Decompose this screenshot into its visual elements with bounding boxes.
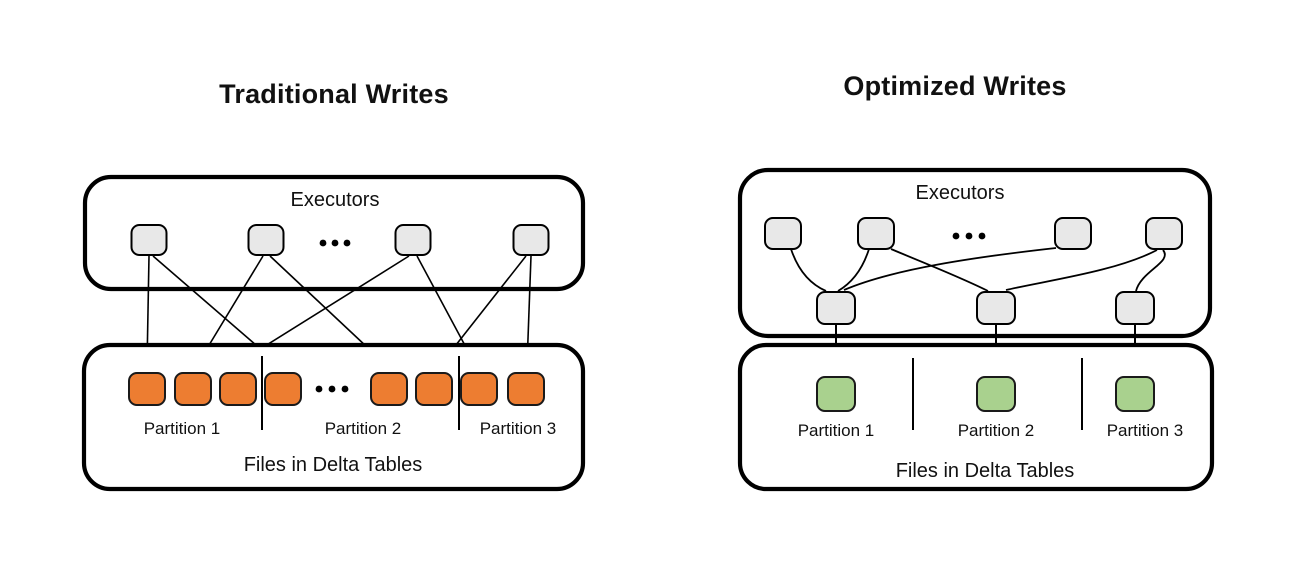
optimized-title: Optimized Writes <box>843 71 1066 101</box>
optimized-files-label: Files in Delta Tables <box>896 460 1075 482</box>
optimized-files-box <box>737 342 1215 492</box>
traditional-executor-nodes <box>130 224 550 256</box>
shuffle-node <box>816 291 856 325</box>
partition-label: Partition 2 <box>958 421 1035 440</box>
traditional-writes-diagram: Traditional Writes Executors <box>81 79 586 492</box>
traditional-executors-label: Executors <box>291 189 380 211</box>
file-node <box>460 372 498 406</box>
partition-label: Partition 3 <box>480 419 557 438</box>
executor-node <box>857 217 895 250</box>
shuffle-curve <box>890 248 989 292</box>
file-node <box>174 372 212 406</box>
file-node <box>1115 376 1155 412</box>
file-node <box>370 372 408 406</box>
optimized-executors-box <box>737 167 1213 339</box>
traditional-files-label: Files in Delta Tables <box>244 454 423 476</box>
shuffle-curve <box>1005 249 1158 291</box>
shuffle-node <box>976 291 1016 325</box>
file-node <box>976 376 1016 412</box>
executor-node <box>247 224 285 256</box>
executor-node <box>512 224 550 256</box>
optimized-writes-diagram: Optimized Writes Executors <box>737 71 1215 492</box>
executor-node <box>1145 217 1183 250</box>
partition-label: Partition 2 <box>325 419 402 438</box>
shuffle-curve <box>837 248 870 292</box>
ellipsis-dots <box>319 239 351 247</box>
executor-node <box>394 224 432 256</box>
executor-node <box>764 217 802 250</box>
optimized-file-nodes <box>816 376 1155 412</box>
shuffle-curve <box>843 247 1057 291</box>
partition-label: Partition 1 <box>798 421 875 440</box>
optimized-executor-nodes <box>764 217 1183 250</box>
executor-node <box>1054 217 1092 250</box>
ellipsis-dots <box>315 385 349 393</box>
partition-label: Partition 3 <box>1107 421 1184 440</box>
file-node <box>816 376 856 412</box>
traditional-title: Traditional Writes <box>219 79 449 109</box>
shuffle-curve <box>790 248 827 292</box>
shuffle-curve <box>1135 249 1166 292</box>
shuffle-curves <box>790 247 1166 292</box>
file-node <box>415 372 453 406</box>
file-node <box>507 372 545 406</box>
executor-node <box>130 224 168 256</box>
shuffle-nodes <box>816 291 1155 325</box>
file-node <box>128 372 166 406</box>
traditional-file-nodes <box>128 372 545 406</box>
file-node <box>264 372 302 406</box>
shuffle-node <box>1115 291 1155 325</box>
partition-label: Partition 1 <box>144 419 221 438</box>
file-node <box>219 372 257 406</box>
traditional-executors-box <box>82 174 586 292</box>
optimized-executors-label: Executors <box>916 182 1005 204</box>
ellipsis-dots <box>952 232 986 240</box>
